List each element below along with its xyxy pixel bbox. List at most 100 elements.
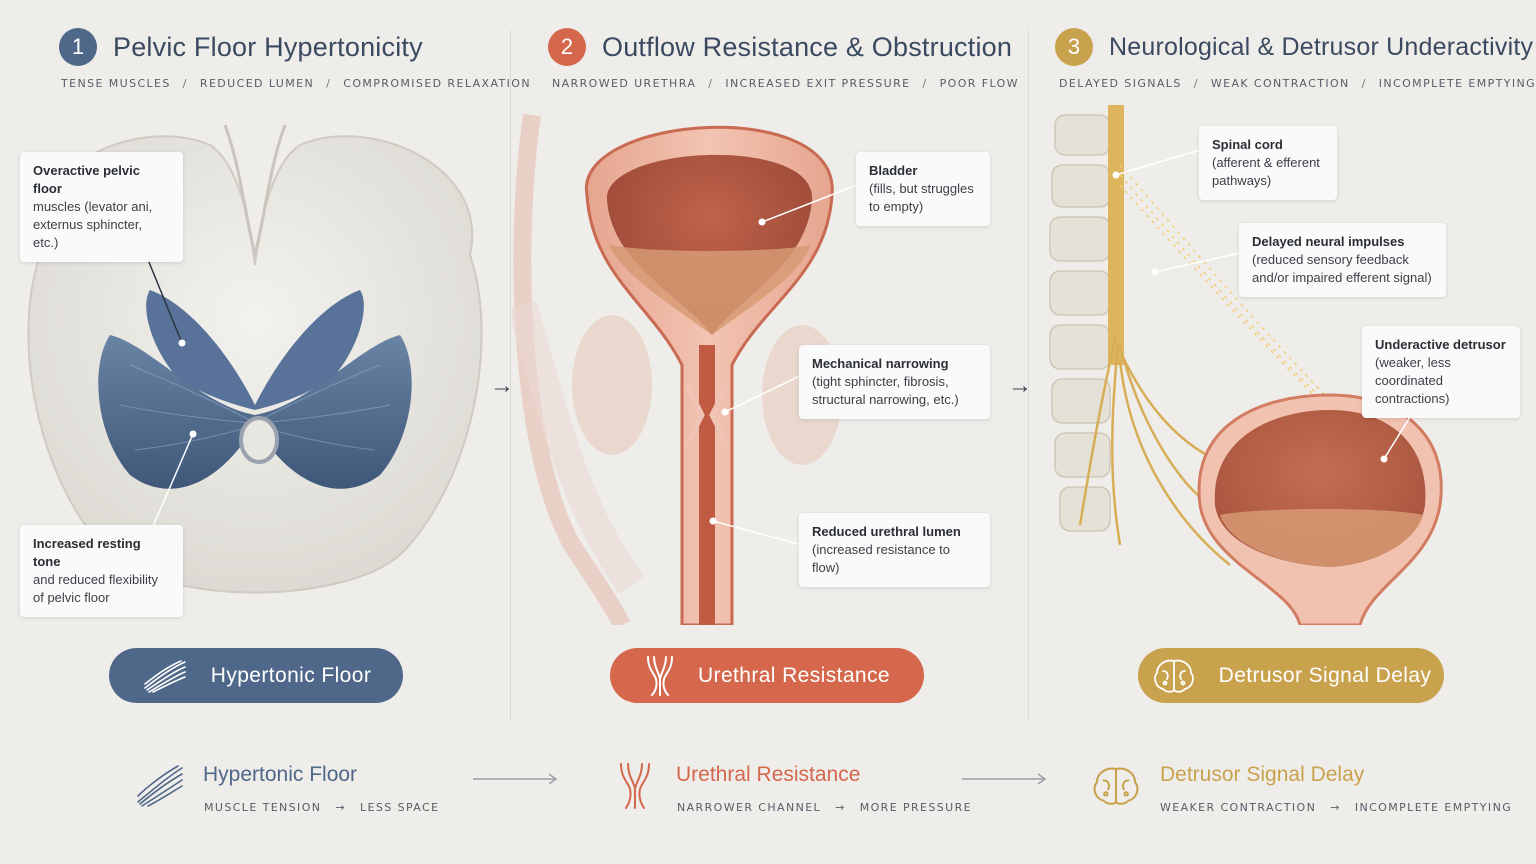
callout-text: (tight sphincter, fibrosis, structural n… xyxy=(812,374,959,407)
sacrum-outline xyxy=(223,124,287,256)
callout-spinal-cord: Spinal cord (afferent & efferent pathway… xyxy=(1199,126,1337,200)
callout-resting-tone: Increased resting tone and reduced flexi… xyxy=(20,525,183,617)
subtitle-term: POOR FLOW xyxy=(939,77,1019,90)
callout-mechanical-narrowing: Mechanical narrowing (tight sphincter, f… xyxy=(799,345,990,419)
panel-subtitle: TENSE MUSCLES/REDUCED LUMEN/COMPROMISED … xyxy=(61,77,531,90)
muscle-fibers-icon xyxy=(137,765,183,807)
bladder-urethra-illustration xyxy=(512,113,858,625)
levator-right xyxy=(255,335,412,489)
muscle-fibers-icon xyxy=(143,659,186,693)
inline-arrow: → xyxy=(835,801,846,814)
spinal-cord xyxy=(1108,105,1124,365)
pill-detrusor-signal-delay: Detrusor Signal Delay xyxy=(1138,648,1444,703)
callout-heading: Underactive detrusor xyxy=(1375,337,1506,352)
callout-underactive-detrusor: Underactive detrusor (weaker, less coord… xyxy=(1362,326,1520,418)
summary-flow-arrow xyxy=(473,773,558,785)
callout-text: (reduced sensory feedback and/or impaire… xyxy=(1252,252,1432,285)
summary-flow-arrow xyxy=(962,773,1047,785)
narrowing-band xyxy=(684,383,730,447)
brain-icon xyxy=(1093,767,1139,805)
pelvic-wall-left xyxy=(513,113,631,625)
leader-dot xyxy=(1112,171,1120,179)
inline-arrow: → xyxy=(1330,801,1341,814)
callout-text: (afferent & efferent pathways) xyxy=(1212,155,1320,188)
step-number-badge: 3 xyxy=(1055,28,1093,66)
summary-effect: LESS SPACE xyxy=(360,801,440,814)
leader-line xyxy=(1154,252,1241,273)
inline-arrow: → xyxy=(335,801,347,814)
pill-hypertonic-floor: Hypertonic Floor xyxy=(109,648,403,703)
summary-subtitle: WEAKER CONTRACTION → INCOMPLETE EMPTYING xyxy=(1160,801,1512,814)
leader-dot xyxy=(178,339,186,347)
signal-pathways xyxy=(1119,164,1391,461)
leader-line xyxy=(712,520,803,546)
summary-cause: WEAKER CONTRACTION xyxy=(1160,801,1317,814)
callout-text: (weaker, less coordinated contractions) xyxy=(1375,355,1451,406)
callout-overactive-muscles: Overactive pelvic floor muscles (levator… xyxy=(20,152,183,262)
panel-header: 3 Neurological & Detrusor Underactivity xyxy=(1055,28,1533,66)
leader-line xyxy=(761,184,858,223)
brain-icon xyxy=(1153,659,1194,693)
subtitle-term: DELAYED SIGNALS xyxy=(1059,77,1182,90)
summary-subtitle: NARROWER CHANNEL → MORE PRESSURE xyxy=(677,801,972,814)
pill-label: Hypertonic Floor xyxy=(210,663,372,687)
step-number-badge: 2 xyxy=(548,28,586,66)
callout-text: muscles (levator ani, externus sphincter… xyxy=(33,199,153,250)
panel-title: Pelvic Floor Hypertonicity xyxy=(113,31,423,62)
step-number-badge: 1 xyxy=(59,28,97,66)
summary-strip: Hypertonic Floor MUSCLE TENSION → LESS SPA… xyxy=(0,740,1536,840)
urethra-icon xyxy=(646,655,673,696)
panel-pelvic-floor: 1 Pelvic Floor Hypertonicity TENSE MUSCL… xyxy=(0,0,530,720)
callout-delayed-impulses: Delayed neural impulses (reduced sensory… xyxy=(1239,223,1446,297)
subtitle-term: INCOMPLETE EMPTYING xyxy=(1378,77,1536,90)
callout-heading: Delayed neural impulses xyxy=(1252,234,1405,249)
callout-bladder: Bladder (fills, but struggles to empty) xyxy=(856,152,990,226)
vertebral-column xyxy=(1049,114,1111,532)
callout-text: (increased resistance to flow) xyxy=(812,542,951,575)
panel-header: 2 Outflow Resistance & Obstruction xyxy=(548,28,1012,66)
urethra-lumen xyxy=(699,345,715,625)
subtitle-term: NARROWED URETHRA xyxy=(552,77,697,90)
summary-effect: INCOMPLETE EMPTYING xyxy=(1354,801,1513,814)
muscle-upper-right xyxy=(255,290,364,410)
callout-heading: Overactive pelvic floor xyxy=(33,163,140,196)
callout-heading: Spinal cord xyxy=(1212,137,1283,152)
leader-dot xyxy=(1380,455,1388,463)
urethra-icon xyxy=(620,763,650,809)
summary-subtitle: MUSCLE TENSION → LESS SPACE xyxy=(204,801,439,814)
urine-fill xyxy=(1220,509,1423,567)
panel-header: 1 Pelvic Floor Hypertonicity xyxy=(59,28,423,66)
tissue-mass-left xyxy=(572,315,652,455)
leader-dot xyxy=(758,218,766,226)
callout-heading: Reduced urethral lumen xyxy=(812,524,961,539)
spinal-bladder-illustration xyxy=(1049,105,1443,625)
leader-dot xyxy=(189,430,197,438)
summary-cause: MUSCLE TENSION xyxy=(204,801,322,814)
callout-heading: Mechanical narrowing xyxy=(812,356,949,371)
panel-divider xyxy=(1028,30,1029,720)
callout-text: (fills, but struggles to empty) xyxy=(869,181,974,214)
flow-arrow-2: → xyxy=(1008,372,1032,399)
bladder-lumen xyxy=(606,154,813,335)
panel-outflow: 2 Outflow Resistance & Obstruction NARRO… xyxy=(512,0,1028,720)
summary-title: Hypertonic Floor xyxy=(203,763,358,786)
levator-left xyxy=(98,335,255,489)
callout-reduced-lumen: Reduced urethral lumen (increased resist… xyxy=(799,513,990,587)
leader-dot xyxy=(1151,268,1159,276)
subtitle-term: COMPROMISED RELAXATION xyxy=(343,77,531,90)
subtitle-term: TENSE MUSCLES xyxy=(61,77,171,90)
summary-cause: NARROWER CHANNEL xyxy=(677,801,822,814)
leader-dot xyxy=(709,517,717,525)
summary-title: Urethral Resistance xyxy=(676,763,861,786)
callout-heading: Increased resting tone xyxy=(33,536,141,569)
pill-urethral-resistance: Urethral Resistance xyxy=(610,648,924,703)
flow-arrow-1: → xyxy=(490,372,514,399)
panel-title: Outflow Resistance & Obstruction xyxy=(602,31,1013,62)
subtitle-term: REDUCED LUMEN xyxy=(199,77,315,90)
tissue-left xyxy=(512,300,645,594)
urine-fill xyxy=(609,245,810,335)
summary-effect: MORE PRESSURE xyxy=(859,801,972,814)
panel-divider xyxy=(510,30,511,720)
summary-title: Detrusor Signal Delay xyxy=(1160,763,1365,786)
leader-line xyxy=(724,374,803,413)
